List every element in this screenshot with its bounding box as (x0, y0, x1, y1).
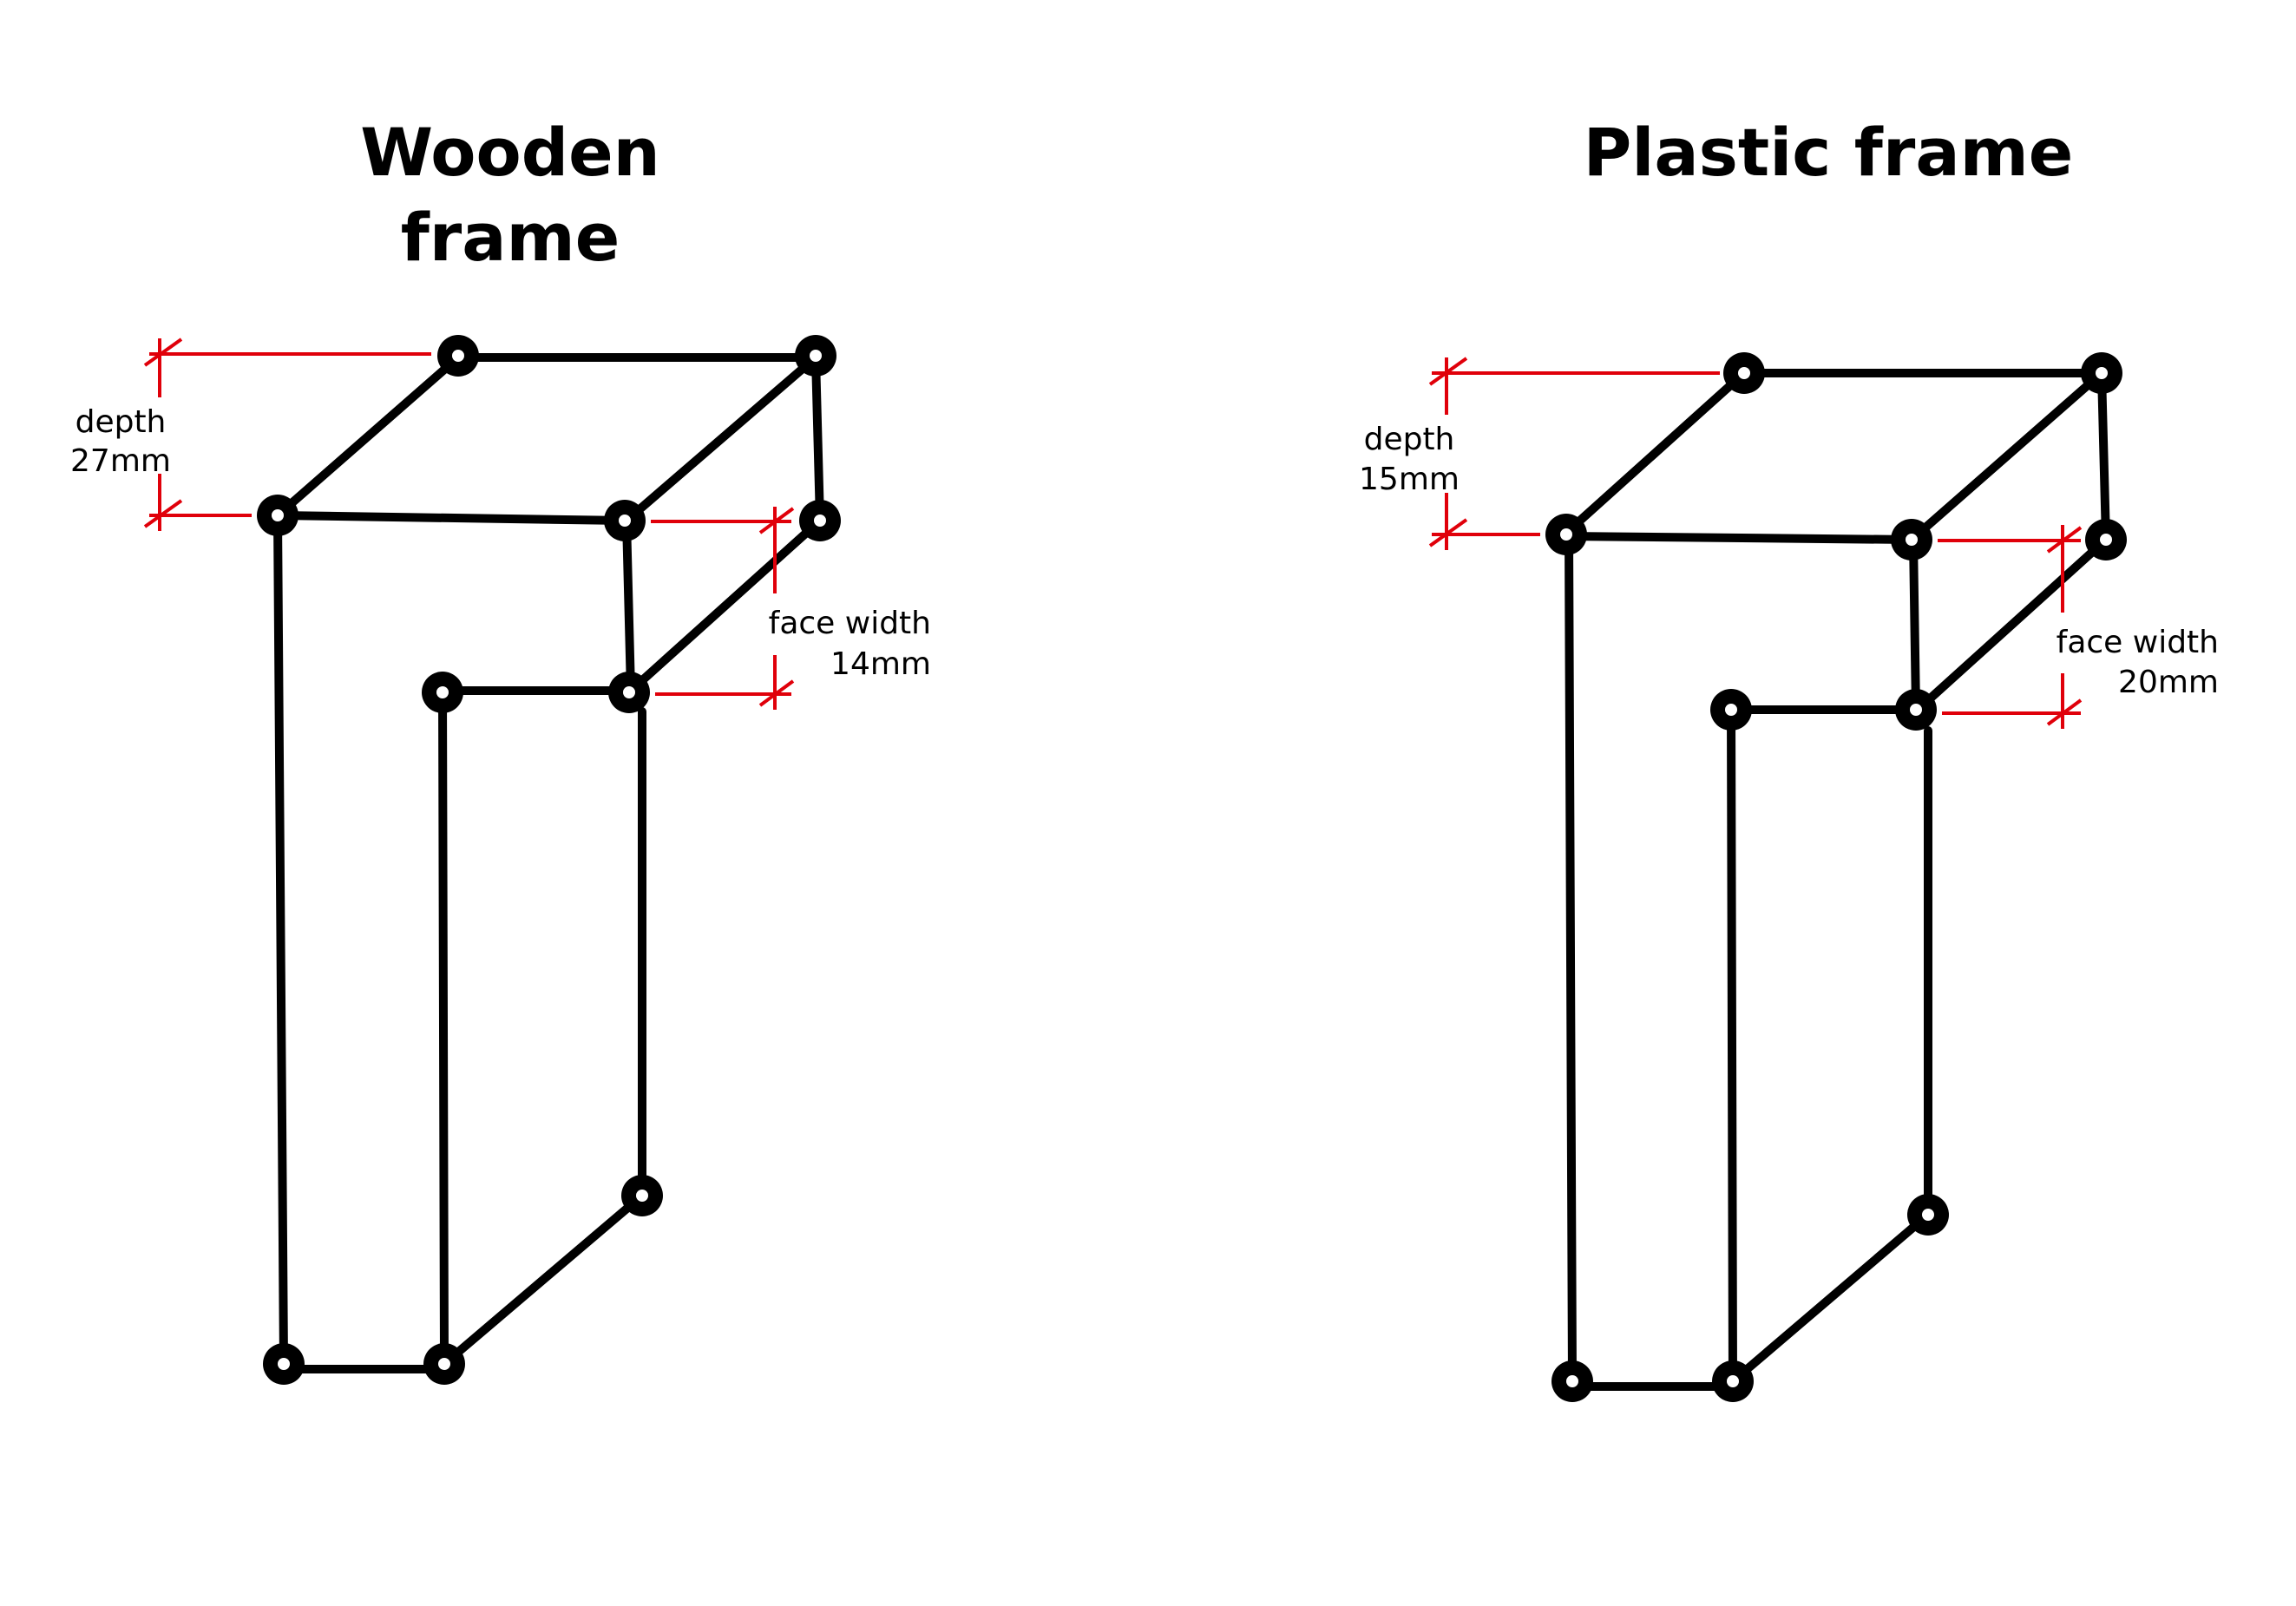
wooden-frame-title-line-2: frame (401, 199, 620, 276)
node (1545, 514, 1587, 555)
edge (273, 353, 462, 520)
plastic-frame-edges (1560, 369, 2110, 1391)
node (1907, 1194, 1949, 1236)
face-width-value: 14mm (830, 646, 931, 682)
plastic-frame-nodes (1545, 352, 2127, 1402)
edge (1907, 369, 2106, 544)
edge (273, 511, 288, 1368)
edge (1729, 1210, 1932, 1386)
edge (626, 516, 824, 695)
edge (1560, 369, 1748, 539)
node (799, 500, 841, 541)
node (795, 335, 836, 377)
depth-label: depth (1364, 422, 1455, 457)
edge (1913, 535, 2110, 714)
face-width-tick (2046, 698, 2083, 726)
depth-label: depth (75, 404, 167, 440)
depth-tick (143, 338, 183, 367)
face-width-label: face width (769, 606, 931, 641)
depth-tick (143, 499, 183, 528)
edge (440, 1191, 646, 1368)
face-width-tick (2046, 526, 2083, 554)
node (1551, 1360, 1593, 1402)
node (1895, 689, 1937, 731)
edge (1727, 705, 1737, 1386)
node (1712, 1360, 1754, 1402)
face-width-value: 20mm (2118, 665, 2219, 700)
wooden-frame-edges (273, 353, 824, 1373)
edge (1909, 535, 1920, 714)
wooden-frame-diagram: Wooden frame (70, 114, 931, 1385)
plastic-frame-labels: depth 15mm face width 20mm (1359, 422, 2219, 700)
node (437, 335, 479, 377)
edge (622, 516, 635, 695)
wooden-frame-labels: depth 27mm face width 14mm (70, 404, 931, 682)
edge (811, 353, 824, 525)
depth-tick (1428, 518, 1468, 547)
edge (1560, 532, 1916, 544)
depth-value: 15mm (1359, 462, 1460, 497)
node (2085, 519, 2127, 560)
node (621, 1175, 663, 1216)
node (422, 672, 463, 713)
edge (2097, 369, 2110, 544)
plastic-frame-title: Plastic frame (1584, 114, 2074, 191)
face-width-label: face width (2057, 625, 2219, 660)
node (604, 500, 646, 541)
depth-value: 27mm (70, 443, 171, 479)
wooden-frame-title-line-1: Wooden (360, 114, 660, 191)
face-width-tick (758, 679, 795, 707)
node (263, 1343, 305, 1385)
edge (438, 686, 449, 1368)
edge (273, 511, 631, 525)
node (1891, 519, 1932, 560)
depth-tick (1428, 357, 1468, 386)
plastic-frame-diagram: Plastic frame (1359, 114, 2219, 1402)
face-width-tick (758, 507, 795, 534)
edge (622, 353, 820, 525)
plastic-frame-dimensions (1428, 357, 2083, 729)
node (1710, 689, 1752, 731)
wooden-frame-dimensions (143, 338, 795, 710)
node (608, 672, 650, 713)
node (257, 495, 298, 536)
node (1723, 352, 1765, 394)
node (423, 1343, 465, 1385)
node (2081, 352, 2122, 394)
wooden-frame-nodes (257, 335, 841, 1385)
edge (1565, 530, 1577, 1386)
